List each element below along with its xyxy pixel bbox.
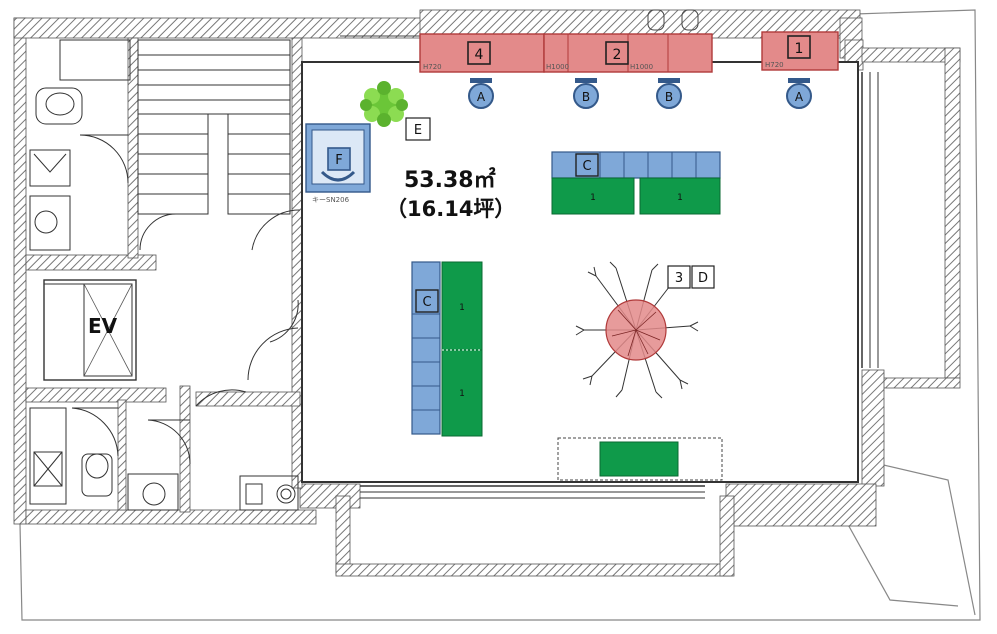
marker-e: E: [405, 117, 431, 141]
chair-a-left: A: [468, 78, 494, 109]
counter-2-height-left: H1000: [546, 63, 569, 71]
svg-text:E: E: [414, 123, 422, 138]
shop-room: [301, 61, 879, 499]
area-sqm: 53.38㎡: [404, 167, 496, 193]
svg-text:F: F: [335, 153, 342, 168]
tables-top: 1 1: [551, 177, 721, 215]
armchair-f: F キーSN206: [305, 123, 371, 204]
counter-2-height-right: H1000: [630, 63, 653, 71]
counter-4-height: H720: [423, 63, 442, 71]
svg-text:1: 1: [677, 193, 683, 203]
counters: 4 2 1 H720 H1000 H1000 H720: [419, 31, 839, 73]
staircase: [137, 39, 291, 251]
area-label: 53.38㎡ （16.14坪）: [386, 167, 515, 221]
marker-d: D: [698, 271, 708, 286]
tables-left: 1 1: [441, 261, 483, 437]
bench-left-label: C: [422, 295, 431, 310]
plant: [360, 81, 408, 127]
lower-left-rooms: [29, 209, 301, 511]
bench-left: C: [411, 261, 441, 435]
counter-1-height: H720: [765, 61, 784, 69]
area-tsubo: （16.14坪）: [386, 197, 515, 221]
marker-3: 3: [675, 271, 683, 286]
bench-top: C: [551, 151, 721, 179]
svg-text:1: 1: [459, 303, 465, 313]
counter-chairs: A B B A: [468, 78, 812, 109]
counter-2-number: 2: [613, 47, 622, 63]
counter-1: [761, 31, 839, 71]
bottom-display: [557, 437, 723, 481]
counter-1-number: 1: [795, 41, 804, 57]
chair-b-right: B: [656, 78, 682, 109]
round-table-tree: 3 D: [575, 261, 715, 399]
svg-text:B: B: [665, 90, 673, 104]
svg-text:A: A: [795, 90, 804, 104]
counter-4-number: 4: [475, 47, 484, 63]
svg-text:1: 1: [459, 389, 465, 399]
key-label: キーSN206: [312, 196, 350, 204]
chair-a-right: A: [786, 78, 812, 109]
elevator-label: EV: [88, 314, 118, 338]
chair-b-left: B: [573, 78, 599, 109]
svg-text:1: 1: [590, 193, 596, 203]
counter-4: [419, 33, 545, 73]
elevator: EV: [43, 279, 137, 381]
top-fixtures: [340, 9, 699, 37]
service-area: [29, 39, 131, 251]
svg-text:A: A: [477, 90, 486, 104]
bench-top-label: C: [582, 159, 591, 174]
walls: [13, 9, 961, 577]
svg-text:B: B: [582, 90, 590, 104]
